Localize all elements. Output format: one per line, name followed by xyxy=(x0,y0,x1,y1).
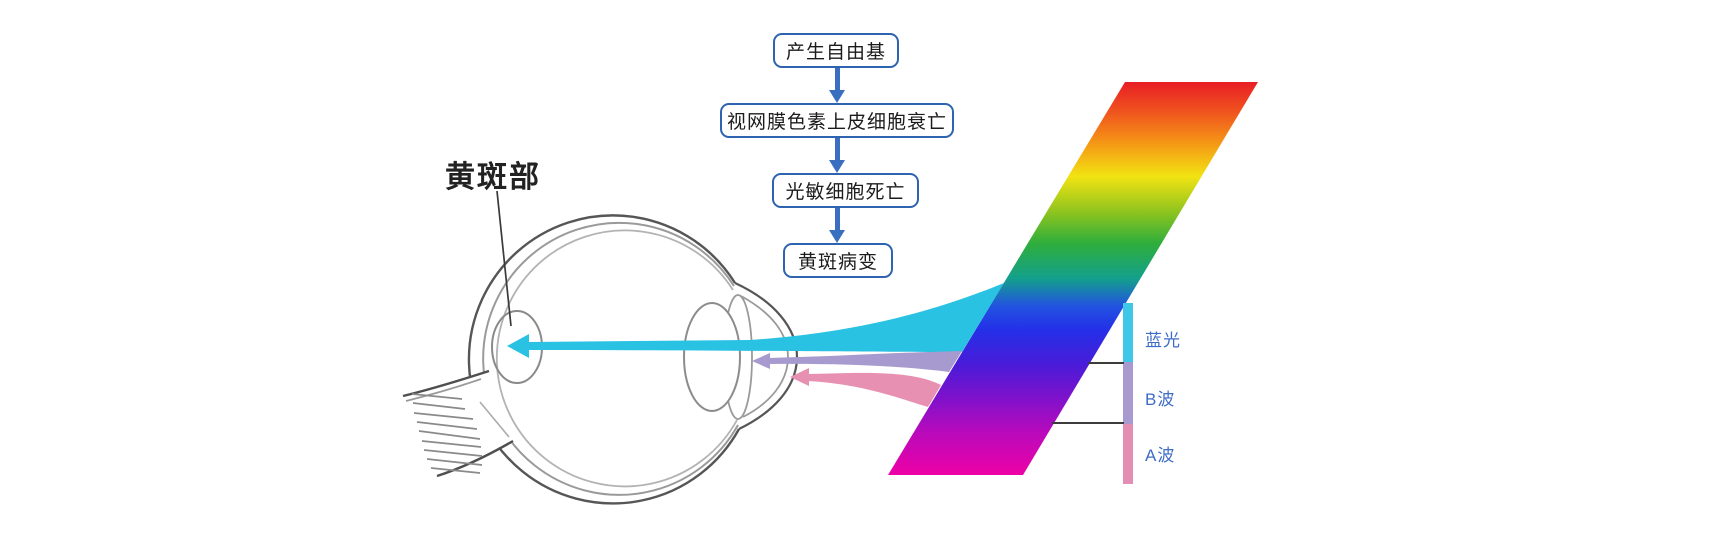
hatch-line xyxy=(421,440,482,448)
arrow-shaft xyxy=(834,208,840,230)
hatch-line xyxy=(423,449,483,457)
optic-nerve-top-edge xyxy=(402,369,490,398)
cornea-outer xyxy=(734,282,799,430)
beam-b-wave xyxy=(769,351,962,372)
flow-step-label: 产生自由基 xyxy=(785,42,886,63)
optic-nerve xyxy=(402,369,514,478)
spectrum-band xyxy=(888,82,1258,475)
flow-step-label: 视网膜色素上皮细胞衰亡 xyxy=(726,112,947,133)
beam-a-wave xyxy=(808,372,941,407)
spectrum-parallelogram xyxy=(888,82,1258,475)
flow-step-label: 黄斑病变 xyxy=(797,252,878,273)
arrow-shaft xyxy=(834,68,840,90)
macula-label: 黄斑部 xyxy=(445,161,541,194)
arrow-shaft xyxy=(834,138,840,160)
eyeball-outer-wall xyxy=(467,214,741,505)
flow-step-photoreceptor-death: 光敏细胞死亡 xyxy=(772,173,919,208)
flow-step-free-radicals: 产生自由基 xyxy=(773,33,899,68)
hatch-line xyxy=(412,402,466,410)
beam-b-wave-arrowhead xyxy=(752,353,770,369)
bar-segment-a-wave xyxy=(1123,424,1133,484)
optic-nerve-body xyxy=(403,371,513,476)
retina-line xyxy=(495,229,738,488)
hatch-line xyxy=(430,467,481,474)
beam-a-wave-arrowhead xyxy=(790,368,809,386)
macula-leader-line xyxy=(496,190,512,327)
arrow-head xyxy=(829,160,845,173)
hatch-line xyxy=(413,412,474,420)
hatch-line xyxy=(411,393,463,400)
arrow-head xyxy=(829,230,845,243)
flow-step-rpe-cell-death: 视网膜色素上皮细胞衰亡 xyxy=(720,103,954,138)
wavelength-bar xyxy=(1052,303,1133,484)
bar-segment-b-wave xyxy=(1123,362,1133,424)
light-beams xyxy=(507,283,1004,407)
blue-light-label: 蓝光 xyxy=(1145,331,1181,350)
beam-blue-light xyxy=(528,283,1004,352)
cornea-inner xyxy=(740,295,789,418)
flow-arrow-2 xyxy=(829,138,845,173)
optic-nerve-bottom-edge xyxy=(436,439,514,478)
beam-blue-light-arrowhead xyxy=(507,334,529,358)
bar-segment-blue-light xyxy=(1123,303,1133,362)
hatch-line xyxy=(426,458,483,466)
flow-step-label: 光敏细胞死亡 xyxy=(785,182,906,203)
optic-nerve-hatching xyxy=(411,393,483,474)
optic-nerve-inner-line xyxy=(479,401,510,438)
hatch-line xyxy=(418,430,481,440)
b-wave-label: B波 xyxy=(1145,390,1176,409)
arrow-head xyxy=(829,90,845,103)
flow-arrow-3 xyxy=(829,208,845,243)
flow-arrow-1 xyxy=(829,68,845,103)
hatch-line xyxy=(416,421,478,430)
a-wave-label: A波 xyxy=(1145,446,1176,465)
flow-step-macular-degeneration: 黄斑病变 xyxy=(783,243,893,278)
eye-sketch xyxy=(402,190,799,505)
lens xyxy=(683,302,741,412)
optic-nerve-top-inner-edge xyxy=(405,378,482,402)
eyeball-middle-wall xyxy=(482,221,739,496)
